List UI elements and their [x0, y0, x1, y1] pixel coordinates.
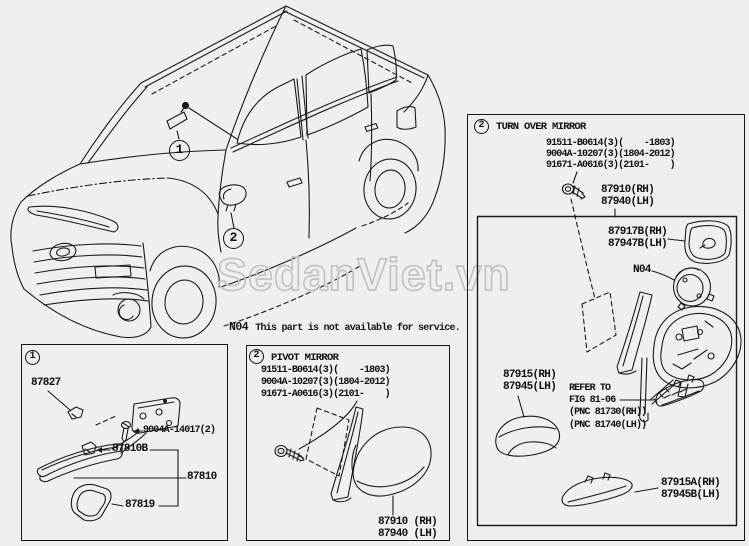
- box3-bolt-number-2: 9004A-10207(3)(1804-2012): [546, 149, 676, 160]
- label-87915a-rh: 87915A(RH): [661, 477, 721, 489]
- sail-panel-drawing: [616, 291, 653, 375]
- mirror-cover-drawing: [495, 415, 561, 457]
- label-87945b-lh: 87945B(LH): [661, 489, 721, 501]
- note-n04: N04 This part is not available for servic…: [229, 317, 461, 335]
- bolt-drawing: [561, 183, 586, 200]
- actuator-drawing: [672, 267, 715, 311]
- clip-87827-drawing: [67, 406, 84, 420]
- label-87945-lh: 87945(LH): [503, 381, 557, 393]
- note-code: N04: [229, 321, 249, 334]
- screw-drawing: [120, 420, 132, 443]
- refer-note-line-2: FIG 81-06: [569, 395, 616, 406]
- car-rear: [358, 74, 446, 234]
- inner-mirror-art: [36, 390, 187, 522]
- box3-bolt-number-1: 91511-B0614(3)( -1803): [546, 138, 676, 149]
- inner-mirror-drawing: [166, 101, 238, 140]
- label-9004a-14017: 9004A-14017(2): [143, 425, 216, 436]
- door-mirror-drawing: [218, 184, 247, 229]
- label-87810b: 87810B: [112, 443, 148, 455]
- label-87810: 87810: [187, 471, 217, 483]
- note-text: This part is not available for service.: [255, 323, 461, 334]
- box-inner-mirror: 1 87827 9004A-14017(2) 87810B 87810 8781…: [21, 344, 228, 541]
- label-87819: 87819: [125, 499, 155, 511]
- mirror-housing-open-drawing: [639, 305, 742, 423]
- label-87947b-lh: 87947B(LH): [608, 238, 668, 250]
- box3-title: TURN OVER MIRROR: [496, 121, 586, 133]
- car-callout-2: 2: [223, 228, 244, 249]
- mirror-body-drawing: [36, 443, 123, 483]
- lower-cover-drawing: [561, 472, 633, 507]
- front-wheel: [149, 245, 220, 339]
- car-front: [10, 149, 227, 339]
- box1-callout: 1: [25, 350, 40, 365]
- label-87917b-rh: 87917B(RH): [608, 226, 668, 238]
- box3-bolt-number-3: 91671-A0616(3)(2101- ): [546, 160, 676, 171]
- watermark-text: SedanViet.vn: [217, 249, 511, 300]
- car-callout-1: 1: [169, 140, 190, 161]
- car-roof: [140, 5, 429, 95]
- turn-over-mirror-art: [476, 171, 742, 527]
- box2-callout: 2: [249, 349, 264, 364]
- sail-panel-drawing: [330, 406, 364, 503]
- box2-bolt-number-3: 91671-A0616(3)(2101- ): [261, 389, 391, 400]
- box2-bolt-number-2: 9004A-10207(3)(1804-2012): [261, 377, 391, 388]
- pivot-mirror-art: [274, 400, 432, 516]
- car-line-art: [10, 5, 446, 339]
- box3-callout: 2: [474, 119, 489, 134]
- mirror-glass-drawing: [684, 220, 732, 264]
- mirror-housing-drawing: [351, 426, 432, 497]
- turn-signal-lamp-drawing: [655, 374, 705, 407]
- box2-bolt-number-1: 91511-B0614(3)( -1803): [261, 365, 391, 376]
- bracket-87810b-drawing: [81, 441, 97, 456]
- label-n04: N04: [633, 264, 651, 276]
- box2-title: PIVOT MIRROR: [271, 352, 339, 364]
- box-pivot-mirror: 2 PIVOT MIRROR 91511-B0614(3)( -1803) 90…: [246, 345, 450, 541]
- label-87910-rh: 87910(RH): [601, 184, 655, 196]
- label-87827: 87827: [31, 377, 61, 389]
- label-87915-rh: 87915(RH): [503, 369, 557, 381]
- cover-87819-drawing: [70, 483, 112, 522]
- refer-note-line-3: (PNC 81730(RH)): [569, 407, 647, 418]
- label-87910-rh: 87910 (RH): [378, 516, 438, 528]
- bolt-drawing: [274, 444, 305, 462]
- label-87940-lh: 87940(LH): [601, 196, 655, 208]
- refer-note-line-1: REFER TO: [569, 383, 611, 394]
- label-87940-lh: 87940 (LH): [378, 528, 438, 540]
- car-side: [217, 44, 429, 327]
- box-turn-over-mirror: 2 TURN OVER MIRROR 91511-B0614(3)( -1803…: [467, 114, 745, 541]
- watermark: SedanViet.vn: [216, 248, 511, 301]
- refer-note-line-4: (PNC 81740(LH)): [569, 420, 647, 431]
